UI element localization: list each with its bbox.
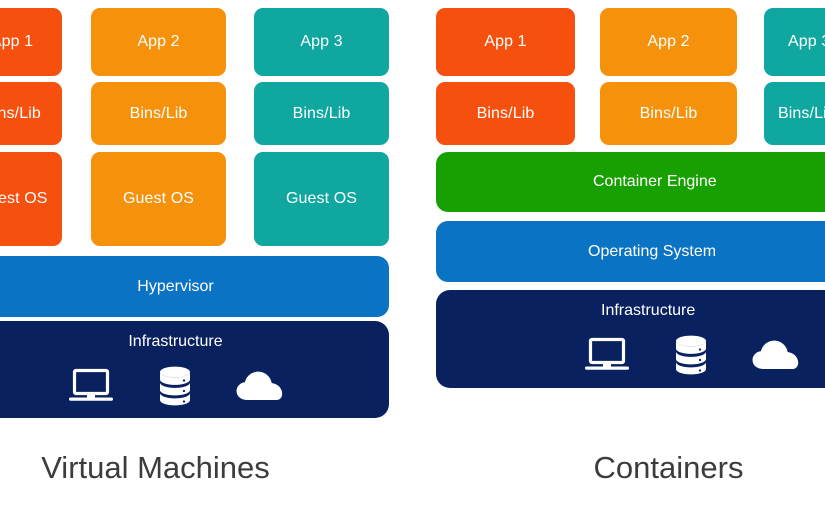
vm-bins-lib-3-label: Bins/Lib — [292, 104, 351, 122]
container-app-3-label: App 3 — [788, 33, 825, 50]
container-engine-bar: Container Engine — [436, 152, 825, 212]
vm-bins-lib-2-label: Bins/Lib — [129, 104, 188, 122]
container-app-1-block: App 1 — [436, 8, 575, 76]
database-icon — [674, 335, 708, 375]
vm-infrastructure-bar: Infrastructure — [0, 321, 389, 418]
vm-infrastructure-icon-row — [68, 366, 284, 406]
cloud-icon — [236, 370, 284, 402]
container-operating-system-bar: Operating System — [436, 221, 825, 282]
vm-bins-lib-1-label: Bins/Lib — [0, 104, 41, 122]
container-bins-lib-1-label: Bins/Lib — [476, 104, 535, 122]
vm-bins-lib-2-block: Bins/Lib — [91, 82, 226, 145]
container-engine-label: Container Engine — [593, 173, 717, 190]
virtual-machines-title-label: Virtual Machines — [41, 450, 270, 485]
virtual-machines-title: Virtual Machines — [0, 452, 311, 483]
vm-guest-os-1-label: Guest OS — [0, 190, 48, 207]
container-infrastructure-bar: Infrastructure — [436, 290, 825, 388]
vm-hypervisor-label: Hypervisor — [137, 277, 214, 295]
vm-guest-os-2-label: Guest OS — [122, 190, 195, 207]
vm-infrastructure-label: Infrastructure — [128, 333, 223, 350]
vm-guest-os-3-block: Guest OS — [254, 152, 389, 246]
container-infrastructure-label: Infrastructure — [601, 302, 696, 319]
vm-hypervisor-bar: Hypervisor — [0, 256, 389, 317]
vm-guest-os-1-block: Guest OS — [0, 152, 62, 246]
container-app-2-label: App 2 — [647, 33, 690, 50]
container-bins-lib-2-label: Bins/Lib — [639, 104, 698, 122]
container-bins-lib-3-block: Bins/Lib — [764, 82, 825, 145]
cloud-icon — [752, 339, 800, 371]
vm-app-1-block: App 1 — [0, 8, 62, 76]
containers-title: Containers — [513, 452, 824, 483]
container-app-3-block: App 3 — [764, 8, 825, 76]
vm-app-2-label: App 2 — [137, 33, 180, 50]
container-bins-lib-3-label: Bins/Lib — [778, 104, 825, 122]
containers-title-label: Containers — [593, 450, 744, 485]
container-infrastructure-icon-row — [584, 335, 800, 375]
vm-bins-lib-1-block: Bins/Lib — [0, 82, 62, 145]
container-bins-lib-1-block: Bins/Lib — [436, 82, 575, 145]
vm-app-1-label: App 1 — [0, 33, 34, 50]
vm-bins-lib-3-block: Bins/Lib — [254, 82, 389, 145]
database-icon — [158, 366, 192, 406]
container-app-2-block: App 2 — [600, 8, 737, 76]
vm-guest-os-2-block: Guest OS — [91, 152, 226, 246]
vm-app-3-block: App 3 — [254, 8, 389, 76]
vm-app-2-block: App 2 — [91, 8, 226, 76]
vm-app-3-label: App 3 — [300, 33, 343, 50]
container-operating-system-label: Operating System — [588, 242, 717, 260]
container-app-1-label: App 1 — [484, 33, 527, 50]
vm-guest-os-3-label: Guest OS — [285, 190, 358, 207]
laptop-icon — [584, 337, 630, 373]
laptop-icon — [68, 368, 114, 404]
container-bins-lib-2-block: Bins/Lib — [600, 82, 737, 145]
